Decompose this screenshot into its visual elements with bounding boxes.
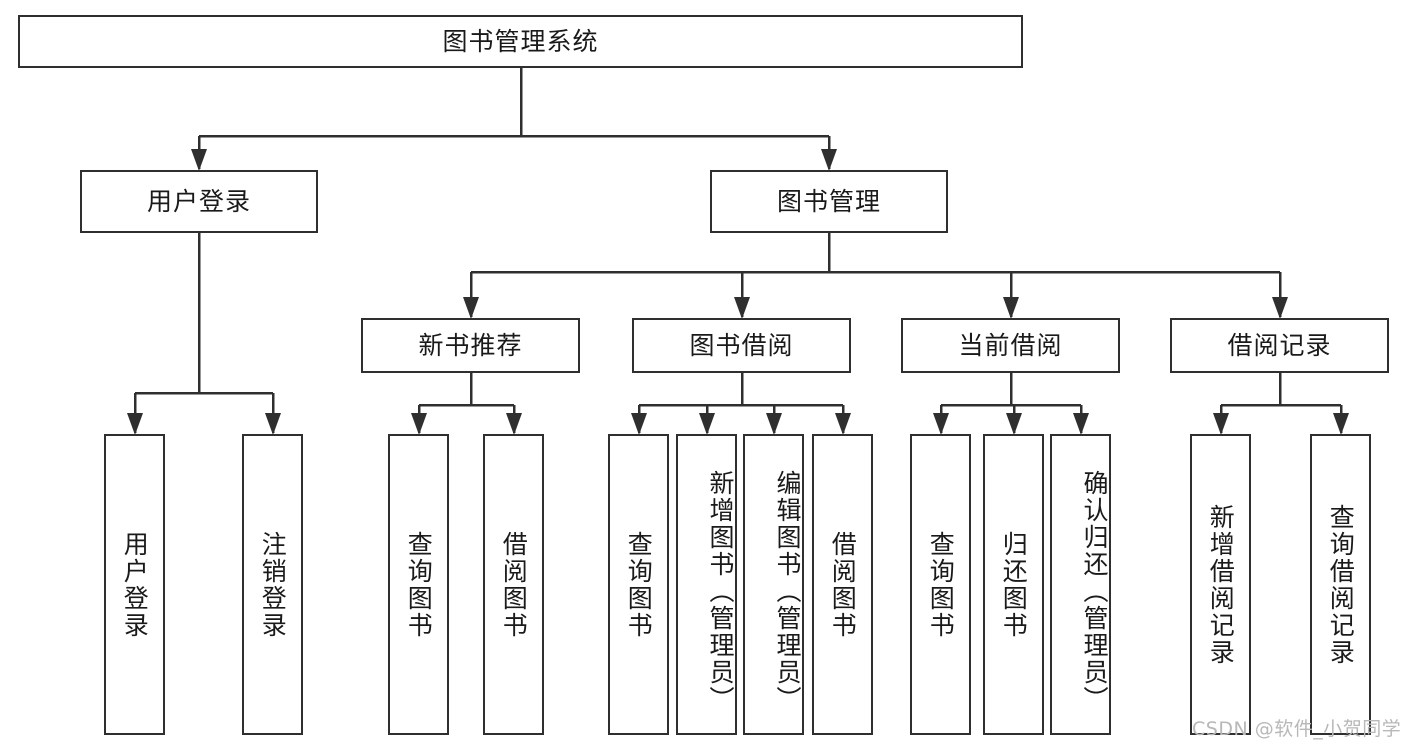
arrow-head-icon — [1073, 413, 1089, 435]
node-root[interactable]: 图书管理系统 — [18, 15, 1023, 68]
node-leaf-borrow-book-2[interactable]: 借阅图书 — [812, 434, 873, 735]
arrow-head-icon — [933, 413, 949, 435]
node-new-book-rec[interactable]: 新书推荐 — [361, 318, 580, 373]
arrow-head-icon — [506, 413, 522, 435]
arrow-head-icon — [699, 413, 715, 435]
node-current-borrow[interactable]: 当前借阅 — [901, 318, 1120, 373]
node-label: 查询借阅记录 — [1326, 503, 1356, 666]
node-label: 查询图书 — [624, 530, 654, 639]
watermark: CSDN @软件_小贺同学 — [1192, 718, 1402, 740]
arrow-head-icon — [1272, 297, 1288, 319]
node-label: 图书管理系统 — [442, 26, 599, 56]
arrow-head-icon — [1213, 413, 1229, 435]
arrow-head-icon — [463, 297, 479, 319]
node-leaf-query-record[interactable]: 查询借阅记录 — [1310, 434, 1371, 735]
node-leaf-user-login[interactable]: 用户登录 — [104, 434, 165, 735]
node-label: 借阅图书 — [828, 530, 858, 639]
node-leaf-query-book-3[interactable]: 查询图书 — [910, 434, 971, 735]
arrow-head-icon — [766, 413, 782, 435]
arrow-head-icon — [1333, 413, 1349, 435]
node-label: 图书管理 — [776, 186, 881, 216]
node-leaf-add-record[interactable]: 新增借阅记录 — [1190, 434, 1251, 735]
node-leaf-edit-book[interactable]: 编辑图书（管理员） — [743, 434, 804, 735]
node-label: 新增图书（管理员） — [706, 470, 735, 713]
node-leaf-add-book[interactable]: 新增图书（管理员） — [676, 434, 737, 735]
arrow-head-icon — [835, 413, 851, 435]
arrow-head-icon — [191, 149, 207, 171]
arrow-head-icon — [821, 149, 837, 171]
node-leaf-query-book-2[interactable]: 查询图书 — [608, 434, 669, 735]
arrow-head-icon — [1003, 297, 1019, 319]
node-label: 用户登录 — [120, 530, 150, 639]
node-label: 注销登录 — [258, 530, 288, 639]
arrow-head-icon — [734, 297, 750, 319]
arrow-head-icon — [631, 413, 647, 435]
arrow-head-icon — [411, 413, 427, 435]
arrow-head-icon — [127, 413, 143, 435]
node-label: 归还图书 — [999, 530, 1029, 639]
node-label: 借阅记录 — [1227, 330, 1332, 360]
node-borrow-record[interactable]: 借阅记录 — [1170, 318, 1389, 373]
node-label: 编辑图书（管理员） — [773, 470, 802, 713]
node-label: 确认归还（管理员） — [1080, 470, 1109, 713]
arrow-head-icon — [1006, 413, 1022, 435]
node-leaf-confirm-return[interactable]: 确认归还（管理员） — [1050, 434, 1111, 735]
node-label: 查询图书 — [404, 530, 434, 639]
node-leaf-query-book-1[interactable]: 查询图书 — [388, 434, 449, 735]
node-label: 新增借阅记录 — [1206, 503, 1236, 666]
node-leaf-borrow-book-1[interactable]: 借阅图书 — [483, 434, 544, 735]
node-label: 当前借阅 — [958, 330, 1063, 360]
node-book-manage[interactable]: 图书管理 — [710, 170, 948, 233]
node-label: 新书推荐 — [418, 330, 523, 360]
node-book-borrow[interactable]: 图书借阅 — [632, 318, 851, 373]
node-label: 用户登录 — [146, 186, 251, 216]
node-label: 图书借阅 — [689, 330, 794, 360]
node-label: 借阅图书 — [499, 530, 529, 639]
node-leaf-logout[interactable]: 注销登录 — [242, 434, 303, 735]
arrow-head-icon — [265, 413, 281, 435]
node-leaf-return-book[interactable]: 归还图书 — [983, 434, 1044, 735]
node-label: 查询图书 — [926, 530, 956, 639]
node-user-login[interactable]: 用户登录 — [80, 170, 318, 233]
